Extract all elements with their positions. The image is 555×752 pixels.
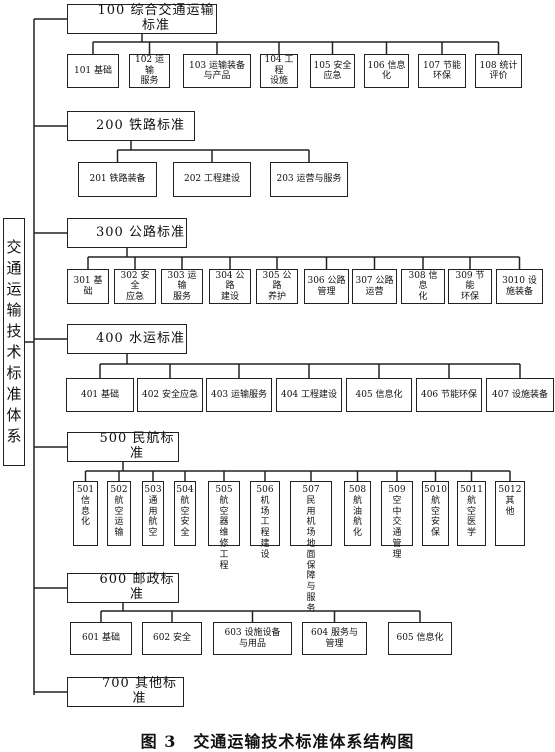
subcategory-box: 5012 其 他 [495,481,525,546]
subcategory-box: 105 安全 应急 [310,54,355,88]
subcategory-box: 601 基础 [70,622,132,655]
subcategory-box: 403 运输服务 [206,378,272,412]
subcategory-box: 402 安全应急 [137,378,203,412]
subcategory-box: 107 节能 环保 [418,54,466,88]
subcategory-box: 306 公路 管理 [304,269,349,304]
figure-caption: 图 3 交通运输技术标准体系结构图 [140,732,415,751]
subcategory-box: 509 空 中 交 通 管 理 [381,481,413,560]
subcategory-box: 404 工程建设 [276,378,342,412]
subcategory-box: 202 工程建设 [173,162,251,197]
subcategory-box: 501 信 息 化 [73,481,98,546]
subcategory-box: 502 航 空 运 输 [107,481,131,546]
subcategory-box: 5010 航 空 安 保 [422,481,449,546]
subcategory-box: 506 机 场 工 程 建 设 [250,481,280,560]
subcategory-box: 401 基础 [66,378,134,412]
subcategory-box: 603 设施设备 与用品 [213,622,292,655]
subcategory-box: 104 工程 设施 [260,54,298,88]
subcategory-box: 406 节能环保 [416,378,482,412]
root-box: 交 通 运 输 技 术 标 准 体 系 [3,218,25,466]
subcategory-box: 405 信息化 [346,378,412,412]
subcategory-box: 201 铁路装备 [78,162,157,197]
subcategory-box: 407 设施装备 [486,378,554,412]
subcategory-box: 108 统计 评价 [475,54,522,88]
category-box-200: 200 铁路标准 [67,111,195,141]
subcategory-box: 605 信息化 [388,622,452,655]
category-box-700: 700 其他标准 [67,676,184,707]
subcategory-box: 508 航 油 航 化 [344,481,371,546]
subcategory-box: 305 公路 养护 [256,269,298,304]
subcategory-box: 101 基础 [67,54,119,88]
subcategory-box: 503 通 用 航 空 [142,481,164,546]
subcategory-box: 507 民 用 机 场 地 面 保 障 与 服 务 [290,481,332,614]
category-box-600: 600 邮政标准 [67,572,179,603]
category-box-400: 400 水运标准 [67,324,187,354]
subcategory-box: 302 安全 应急 [114,269,156,304]
subcategory-box: 505 航 空 器 维 修 工 程 [208,481,240,571]
subcategory-box: 3010 设 施装备 [496,269,543,304]
subcategory-box: 308 信息 化 [401,269,445,304]
subcategory-box: 5011 航 空 医 学 [457,481,486,546]
category-box-100: 100 综合交通运输标准 [67,3,217,34]
category-box-500: 500 民航标准 [67,431,179,462]
subcategory-box: 303 运输 服务 [161,269,203,304]
subcategory-box: 103 运输装备 与产品 [183,54,251,88]
subcategory-box: 504 航 空 安 全 [174,481,196,546]
subcategory-box: 309 节能 环保 [448,269,492,304]
subcategory-box: 604 服务与 管理 [302,622,367,655]
subcategory-box: 307 公路 运营 [352,269,397,304]
subcategory-box: 602 安全 [142,622,202,655]
subcategory-box: 203 运营与服务 [270,162,348,197]
subcategory-box: 301 基础 [67,269,109,304]
subcategory-box: 304 公路 建设 [209,269,251,304]
subcategory-box: 106 信息 化 [364,54,409,88]
subcategory-box: 102 运输 服务 [129,54,170,88]
category-box-300: 300 公路标准 [67,218,187,248]
